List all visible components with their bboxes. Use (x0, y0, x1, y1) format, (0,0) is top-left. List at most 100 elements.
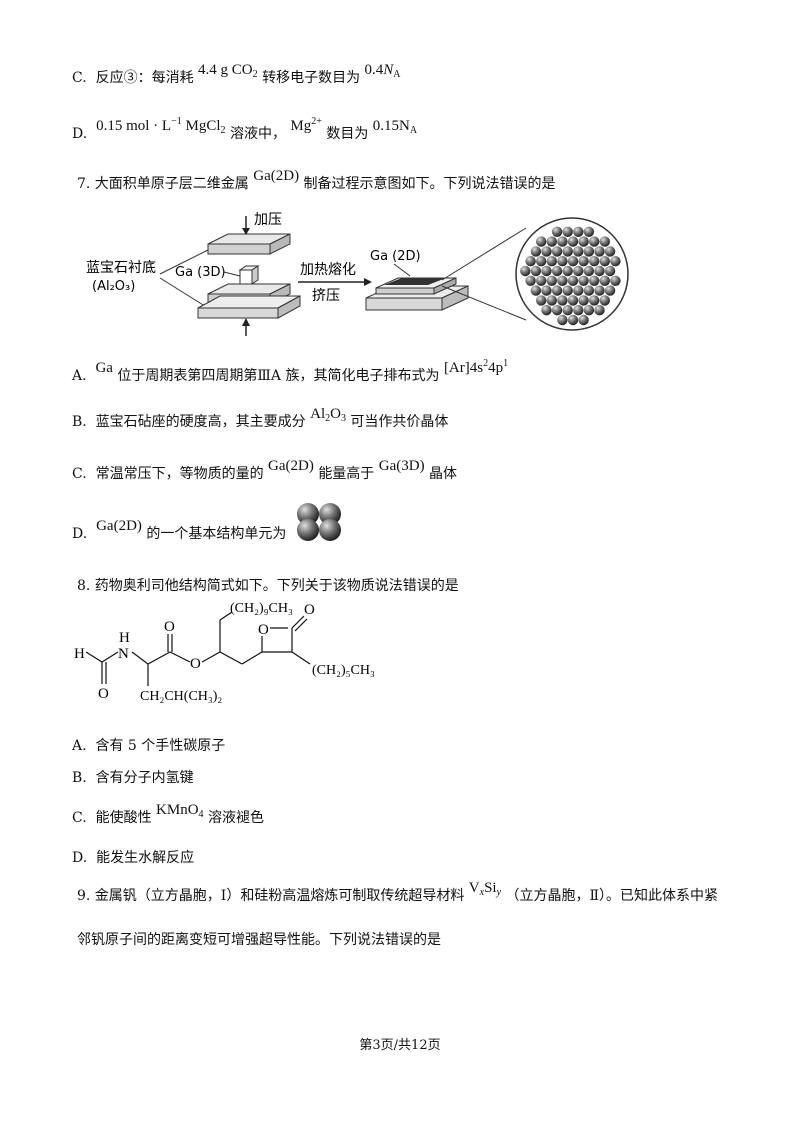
ga-atom (530, 246, 542, 257)
ga-atom (594, 246, 605, 257)
ga-atom (541, 246, 552, 257)
math-electron-config: [Ar]4s24p1 (443, 358, 509, 376)
ga-atom (557, 256, 568, 267)
ga-atom (536, 236, 547, 247)
ga-atom (573, 246, 584, 257)
ga-atom (562, 226, 573, 237)
label-ga2d: Ga (2D) (370, 249, 421, 264)
ga-atom (520, 265, 531, 277)
q7-option-c: C. 常温常压下，等物质的量的 Ga(2D) 能量高于 Ga(3D) 晶体 (72, 458, 458, 482)
ga-atom (541, 305, 552, 316)
ga-atom (536, 256, 547, 267)
svg-text:O: O (98, 686, 109, 702)
ga-atom (578, 314, 589, 326)
ga-atom (594, 305, 605, 316)
q8-option-b: B. 含有分子内氢键 (72, 770, 194, 786)
ga-atom (589, 256, 600, 267)
math-ga3d: Ga(3D) (378, 458, 425, 474)
orlistat-structure: H O N H O O O O (CH₂)₉CH₃ (CH₂)₅CH₃ CH₂C… (74, 601, 375, 704)
math-electrons: 0.4NA (364, 62, 401, 80)
svg-text:O: O (304, 602, 315, 618)
ga-atom (551, 285, 563, 296)
ga-atom (530, 285, 542, 296)
label-squeeze: 挤压 (312, 288, 340, 304)
ga-atom (567, 295, 579, 306)
chain-hexyl: (CH₂)₅CH₃ (312, 663, 375, 678)
q8-option-a: A. 含有 5 个手性碳原子 (72, 738, 226, 754)
q8-stem: 8. 药物奥利司他结构简式如下。下列关于该物质说法错误的是 (77, 578, 459, 594)
q7-option-d: D. Ga(2D) 的一个基本结构单元为 (72, 518, 287, 542)
ga-atom (557, 236, 568, 247)
option-label: C. (72, 70, 87, 86)
option-label: D. (72, 526, 88, 542)
ga2d-atom-lattice (520, 226, 621, 326)
ga-atom (604, 246, 616, 257)
option-label: B. (72, 414, 87, 430)
ga-atom (589, 275, 600, 286)
sphere (319, 519, 341, 541)
ga-atom (604, 285, 616, 296)
ga-atom (599, 256, 610, 267)
svg-text:H: H (74, 646, 85, 662)
ga-atom (599, 236, 610, 247)
option-label: C. (72, 466, 87, 482)
ga-atom (578, 236, 589, 247)
svg-text:N: N (118, 646, 129, 662)
ga2d-stack (365, 277, 469, 311)
ga-atom (567, 275, 579, 286)
ga-atom (599, 295, 610, 306)
ga-atom (578, 295, 589, 306)
ga-atom (525, 275, 536, 286)
q6-option-c: C. 反应③：每消耗 4.4 g CO2 转移电子数目为 0.4NA (72, 62, 401, 86)
math-kmno4: KMnO4 (156, 802, 204, 820)
svg-text:O: O (164, 619, 175, 635)
q9-stem-line2: 邻钒原子间的距离变短可增强超导性能。下列说法错误的是 (77, 932, 441, 948)
ga-atom (573, 265, 584, 277)
option-label: A. (72, 368, 87, 384)
math-ga: Ga (95, 360, 113, 376)
svg-text:O: O (190, 656, 201, 672)
ga-atom (583, 246, 595, 257)
math-concentration: 0.15 mol · L−1 MgCl2 (96, 116, 226, 136)
ga-atom (541, 285, 552, 296)
ga-atom (578, 256, 589, 267)
option-label: A. (72, 738, 87, 754)
structure-unit-spheres (297, 503, 341, 541)
q7-option-b: B. 蓝宝石砧座的硬度高，其主要成分 Al2O3 可当作共价晶体 (72, 406, 449, 430)
page-number: 第3页/共12页 (359, 1038, 441, 1053)
ga-atom (536, 295, 547, 306)
svg-text:O: O (258, 622, 269, 638)
ga-atom (557, 314, 568, 326)
ga-atom (562, 285, 573, 296)
ga-atom (562, 246, 573, 257)
sphere (297, 503, 319, 525)
ga-atom (562, 305, 573, 316)
ga-atom (594, 265, 605, 277)
sphere (319, 503, 341, 525)
ga-atom (557, 295, 568, 306)
ga-atom (551, 246, 563, 257)
ga-atom (583, 226, 595, 237)
ga-atom (567, 236, 579, 247)
ga-atom (551, 305, 563, 316)
ga-atom (562, 265, 573, 277)
math-mg-ion: Mg2+ (290, 116, 322, 134)
ga-atom (573, 305, 584, 316)
ga-atom (578, 275, 589, 286)
q7-option-a: A. Ga 位于周期表第四周期第ⅢA 族，其简化电子排布式为 [Ar]4s24p… (72, 358, 509, 384)
ga-atom (610, 275, 621, 286)
ga-atom (567, 256, 579, 267)
label-heat-melt: 加热熔化 (300, 262, 356, 278)
sphere (297, 519, 319, 541)
ga-atom (573, 285, 584, 296)
ga-atom (536, 275, 547, 286)
math-vxsiy: VxSiy (468, 880, 502, 898)
option-label: C. (72, 810, 87, 826)
math-count: 0.15NA (372, 118, 418, 136)
label-substrate-formula: (Al₂O₃) (92, 279, 135, 294)
ga-atom (551, 265, 563, 277)
ga-atom (583, 285, 595, 296)
ga-atom (546, 275, 557, 286)
ga-atom (546, 295, 557, 306)
ga-atom (610, 256, 621, 267)
